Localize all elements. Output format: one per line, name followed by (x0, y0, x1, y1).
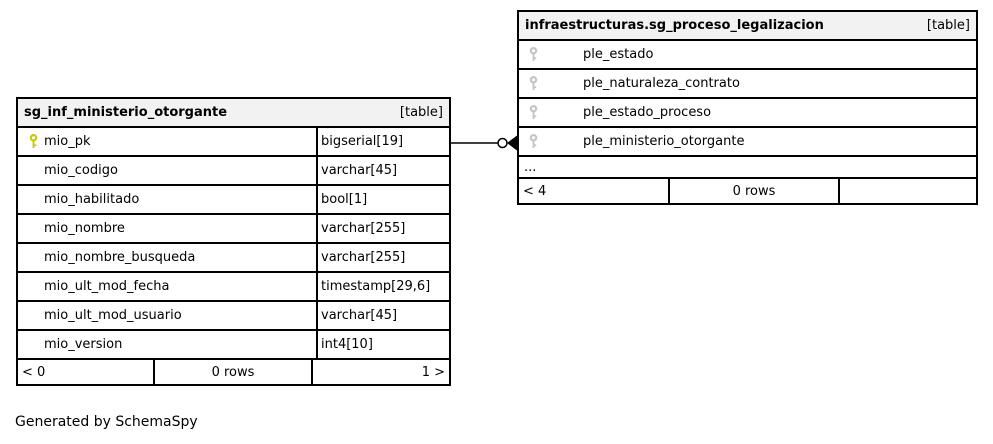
column-type: timestamp[29,6] (321, 279, 431, 294)
crows-foot-arrow (507, 135, 517, 151)
table-tag: [table] (399, 105, 443, 120)
column-type: varchar[45] (321, 163, 398, 178)
column-name: mio_version (44, 337, 123, 352)
primary-key-icon (29, 133, 38, 149)
column-row: ple_estado_proceso (519, 99, 976, 128)
table-title: infraestructuras.sg_proceso_legalizacion (525, 18, 824, 33)
column-name: mio_nombre (44, 221, 125, 236)
column-type: bool[1] (321, 192, 368, 207)
column-type: varchar[45] (321, 308, 398, 323)
column-row: mio_ult_mod_fecha timestamp[29,6] (18, 273, 449, 302)
column-row: ple_naturaleza_contrato (519, 70, 976, 99)
column-row: mio_codigo varchar[45] (18, 157, 449, 186)
pager-next (840, 179, 976, 203)
zero-circle-marker (497, 137, 508, 149)
column-name: mio_pk (44, 134, 91, 149)
table-sg-inf-ministerio-otorgante: sg_inf_ministerio_otorgante [table] mio_… (16, 97, 451, 386)
row-count: 0 rows (670, 179, 840, 203)
table-header[interactable]: sg_inf_ministerio_otorgante [table] (18, 99, 449, 128)
table-footer: < 4 0 rows (519, 179, 976, 203)
column-name: mio_ult_mod_usuario (44, 308, 182, 323)
column-name: ple_naturaleza_contrato (583, 76, 740, 91)
column-row: mio_nombre_busqueda varchar[255] (18, 244, 449, 273)
key-icon (529, 104, 538, 120)
column-row: mio_nombre varchar[255] (18, 215, 449, 244)
row-count: 0 rows (155, 360, 313, 384)
column-row: ple_ministerio_otorgante (519, 128, 976, 157)
table-header[interactable]: infraestructuras.sg_proceso_legalizacion… (519, 12, 976, 41)
column-type: bigserial[19] (321, 134, 404, 149)
hidden-columns-ellipsis: ... (519, 157, 976, 179)
column-type: int4[10] (321, 337, 373, 352)
column-row: mio_habilitado bool[1] (18, 186, 449, 215)
column-row: ple_estado (519, 41, 976, 70)
column-row: mio_pk bigserial[19] (18, 128, 449, 157)
column-row: mio_version int4[10] (18, 331, 449, 360)
pager-next: 1 > (421, 364, 445, 380)
column-name: mio_codigo (44, 163, 118, 178)
key-icon (529, 133, 538, 149)
column-name: mio_nombre_busqueda (44, 250, 196, 265)
column-name: ple_estado_proceso (583, 105, 712, 120)
key-icon (529, 46, 538, 62)
table-footer: < 0 0 rows 1 > (18, 360, 449, 384)
column-name: ple_estado (583, 47, 654, 62)
column-name: mio_ult_mod_fecha (44, 279, 170, 294)
table-tag: [table] (926, 18, 970, 33)
column-type: varchar[255] (321, 250, 406, 265)
table-infraestructuras-sg-proceso-legalizacion: infraestructuras.sg_proceso_legalizacion… (517, 10, 978, 205)
pager-prev: < 0 (18, 360, 155, 384)
column-row: mio_ult_mod_usuario varchar[45] (18, 302, 449, 331)
relationship-connector (451, 135, 517, 151)
table-title: sg_inf_ministerio_otorgante (24, 105, 228, 120)
key-icon (529, 75, 538, 91)
column-name: mio_habilitado (44, 192, 140, 207)
pager-prev: < 4 (519, 179, 670, 203)
ellipsis-text: ... (524, 159, 537, 175)
generated-by-caption: Generated by SchemaSpy (15, 414, 198, 430)
column-type: varchar[255] (321, 221, 406, 236)
column-name: ple_ministerio_otorgante (583, 134, 745, 149)
